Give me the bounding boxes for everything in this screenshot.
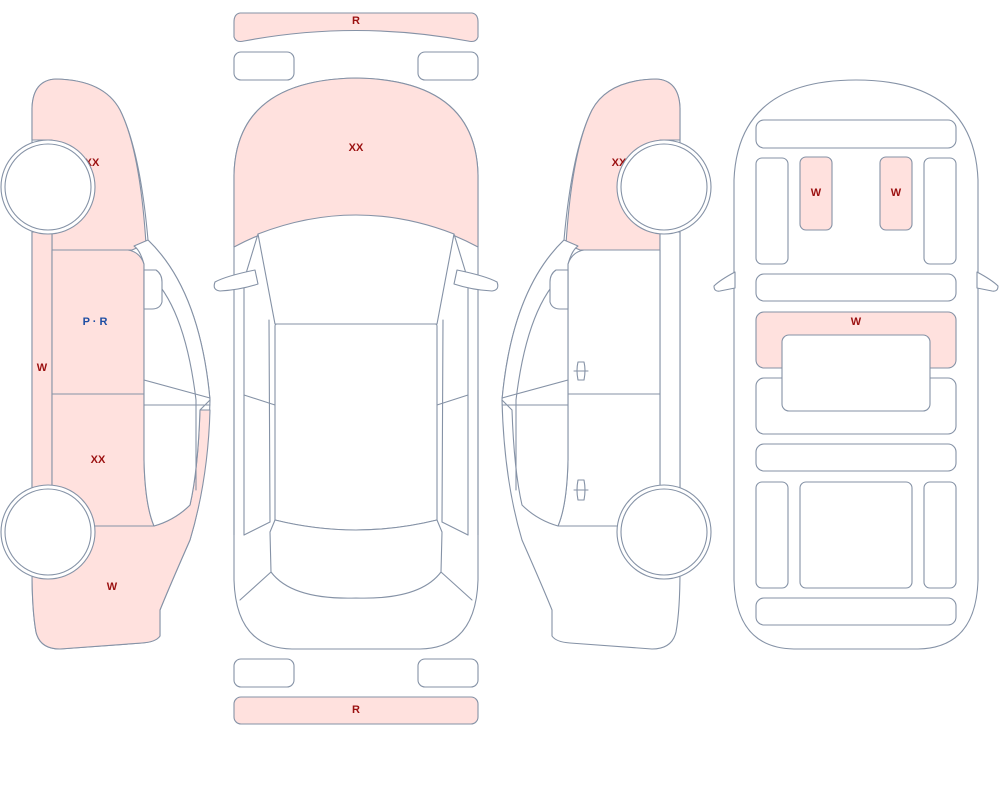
left-rear-door-code: XX	[91, 454, 106, 466]
interior-rear-seat[interactable]	[799, 481, 913, 589]
rear-window[interactable]	[269, 519, 443, 599]
left-rear-quarter-code: W	[107, 581, 118, 593]
left-front-door-code: P · R	[83, 316, 108, 328]
rear-left-lamp[interactable]	[233, 658, 295, 688]
top-right-mirror[interactable]	[453, 269, 499, 292]
interior-right-window-code: W	[891, 187, 902, 199]
hood-code: XX	[349, 142, 364, 154]
right-side-mirror[interactable]	[549, 269, 569, 310]
interior-view: W W W	[713, 79, 999, 650]
front-bumper-panel[interactable]	[233, 12, 479, 43]
interior-left-front-column[interactable]	[755, 157, 789, 265]
rear-right-lamp[interactable]	[417, 658, 479, 688]
interior-right-window[interactable]	[879, 156, 913, 231]
left-side-view: XX W P · R XX W	[0, 78, 211, 650]
top-roof[interactable]	[274, 323, 438, 533]
top-left-mirror[interactable]	[213, 269, 259, 292]
windshield[interactable]	[257, 214, 455, 325]
interior-right-rear-column[interactable]	[923, 481, 957, 589]
interior-left-window[interactable]	[799, 156, 833, 231]
interior-center-console[interactable]	[781, 334, 931, 412]
right-rocker-panel[interactable]	[659, 231, 681, 493]
interior-left-window-code: W	[811, 187, 822, 199]
front-right-lamp[interactable]	[417, 51, 479, 81]
front-left-lamp[interactable]	[233, 51, 295, 81]
interior-left-rear-column[interactable]	[755, 481, 789, 589]
interior-right-mirror[interactable]	[976, 271, 999, 292]
interior-front-crossbar[interactable]	[755, 273, 957, 302]
left-side-mirror[interactable]	[143, 269, 163, 310]
front-bumper-code: R	[352, 15, 360, 27]
rear-bumper-code: R	[352, 704, 360, 716]
left-side-glass[interactable]	[133, 239, 211, 527]
interior-trunk-bar[interactable]	[755, 597, 957, 626]
interior-right-front-column[interactable]	[923, 157, 957, 265]
rear-bumper-panel[interactable]	[233, 696, 479, 725]
top-view: R XX	[213, 12, 499, 725]
interior-left-mirror[interactable]	[713, 271, 736, 292]
interior-middle-bar-code: W	[851, 316, 862, 328]
right-side-glass[interactable]	[501, 239, 579, 527]
interior-dash-bar[interactable]	[755, 119, 957, 149]
interior-rear-crossbar[interactable]	[755, 443, 957, 472]
right-side-view: XX	[501, 78, 712, 650]
left-rocker-code: W	[37, 362, 48, 374]
